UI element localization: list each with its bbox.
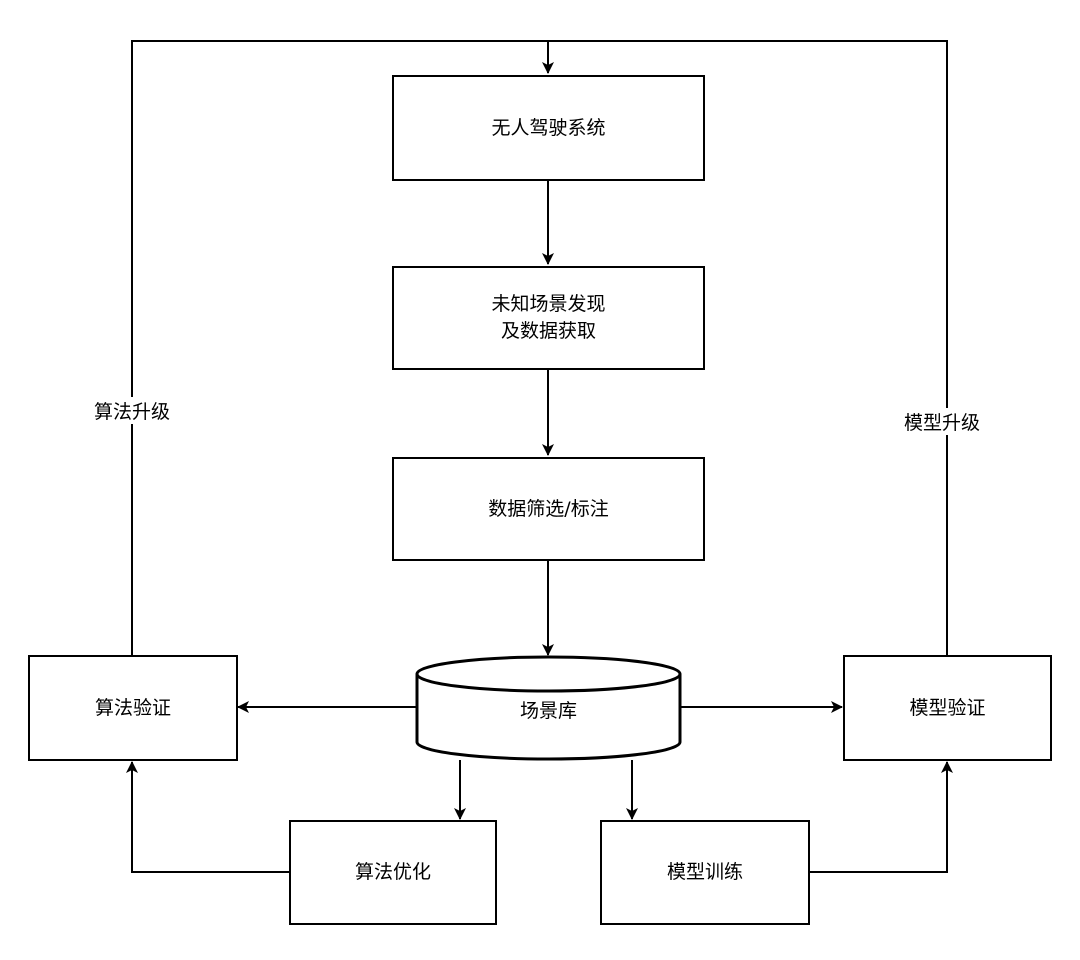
arrow-algo-optimization-to-validation: [126, 761, 289, 873]
arrow-model-upgrade-loop: [548, 40, 948, 656]
algo-validation-box: 算法验证: [28, 655, 238, 761]
algo-optimization-box: 算法优化: [289, 820, 497, 925]
model-upgrade-label: 模型升级: [904, 408, 981, 435]
data-filter-box: 数据筛选/标注: [392, 457, 705, 561]
model-validation-box: 模型验证: [843, 655, 1052, 761]
arrow-model-training-to-validation: [809, 761, 953, 873]
scene-library-cylinder: [415, 655, 682, 761]
scene-library-label: 场景库: [519, 699, 577, 722]
autonomous-system-box: 无人驾驶系统: [392, 75, 705, 181]
model-training-box: 模型训练: [600, 820, 810, 925]
arrow-algo-upgrade-loop: [131, 40, 554, 656]
scene-discovery-box: 未知场景发现 及数据获取: [392, 266, 705, 370]
algo-upgrade-label: 算法升级: [94, 397, 171, 424]
